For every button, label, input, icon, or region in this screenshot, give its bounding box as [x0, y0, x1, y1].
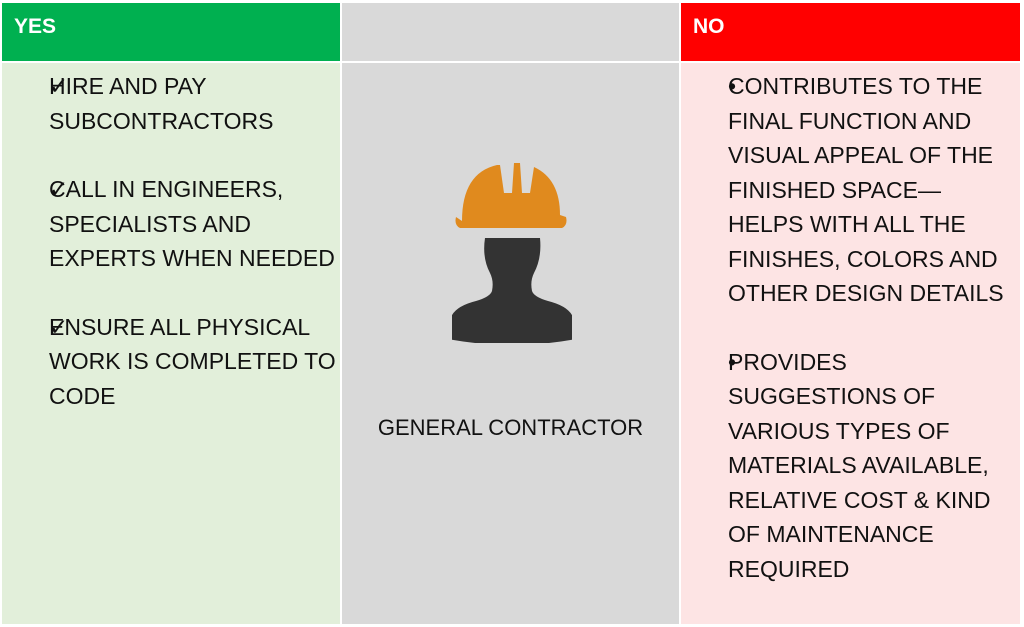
yes-header: YES [2, 3, 340, 61]
yes-column: ✓ HIRE AND PAY SUBCONTRACTORS ✓ CALL IN … [2, 63, 340, 624]
yes-list-item: ✓ ENSURE ALL PHYSICAL WORK IS COMPLETED … [16, 310, 336, 414]
no-item-text: PROVIDES SUGGESTIONS OF VARIOUS TYPES OF… [728, 348, 991, 582]
middle-column: GENERAL CONTRACTOR [342, 63, 679, 624]
yes-item-text: ENSURE ALL PHYSICAL WORK IS COMPLETED TO… [49, 313, 336, 409]
construction-worker-hard-hat-icon [452, 163, 572, 343]
yes-header-label: YES [14, 15, 57, 38]
middle-header [342, 3, 679, 61]
bullet-icon: • [728, 348, 737, 375]
general-contractor-label: GENERAL CONTRACTOR [377, 415, 644, 440]
no-list-item: • PROVIDES SUGGESTIONS OF VARIOUS TYPES … [691, 345, 1016, 587]
no-header-label: NO [693, 15, 725, 38]
bullet-icon: • [728, 73, 737, 99]
checkmark-icon: ✓ [49, 176, 69, 202]
yes-item-text: CALL IN ENGINEERS, SPECIALISTS AND EXPER… [49, 176, 335, 271]
yes-list-item: ✓ CALL IN ENGINEERS, SPECIALISTS AND EXP… [16, 172, 336, 276]
no-list-item: • CONTRIBUTES TO THE FINAL FUNCTION AND … [691, 69, 1016, 311]
yes-item-text: HIRE AND PAY SUBCONTRACTORS [49, 73, 274, 134]
no-header: NO [681, 3, 1020, 61]
yes-list: ✓ HIRE AND PAY SUBCONTRACTORS ✓ CALL IN … [16, 69, 336, 447]
no-list: • CONTRIBUTES TO THE FINAL FUNCTION AND … [691, 69, 1016, 620]
checkmark-icon: ✓ [49, 73, 69, 99]
no-item-text: CONTRIBUTES TO THE FINAL FUNCTION AND VI… [728, 73, 1004, 306]
checkmark-icon: ✓ [49, 313, 69, 340]
yes-list-item: ✓ HIRE AND PAY SUBCONTRACTORS [16, 69, 336, 138]
no-column: • CONTRIBUTES TO THE FINAL FUNCTION AND … [681, 63, 1020, 624]
